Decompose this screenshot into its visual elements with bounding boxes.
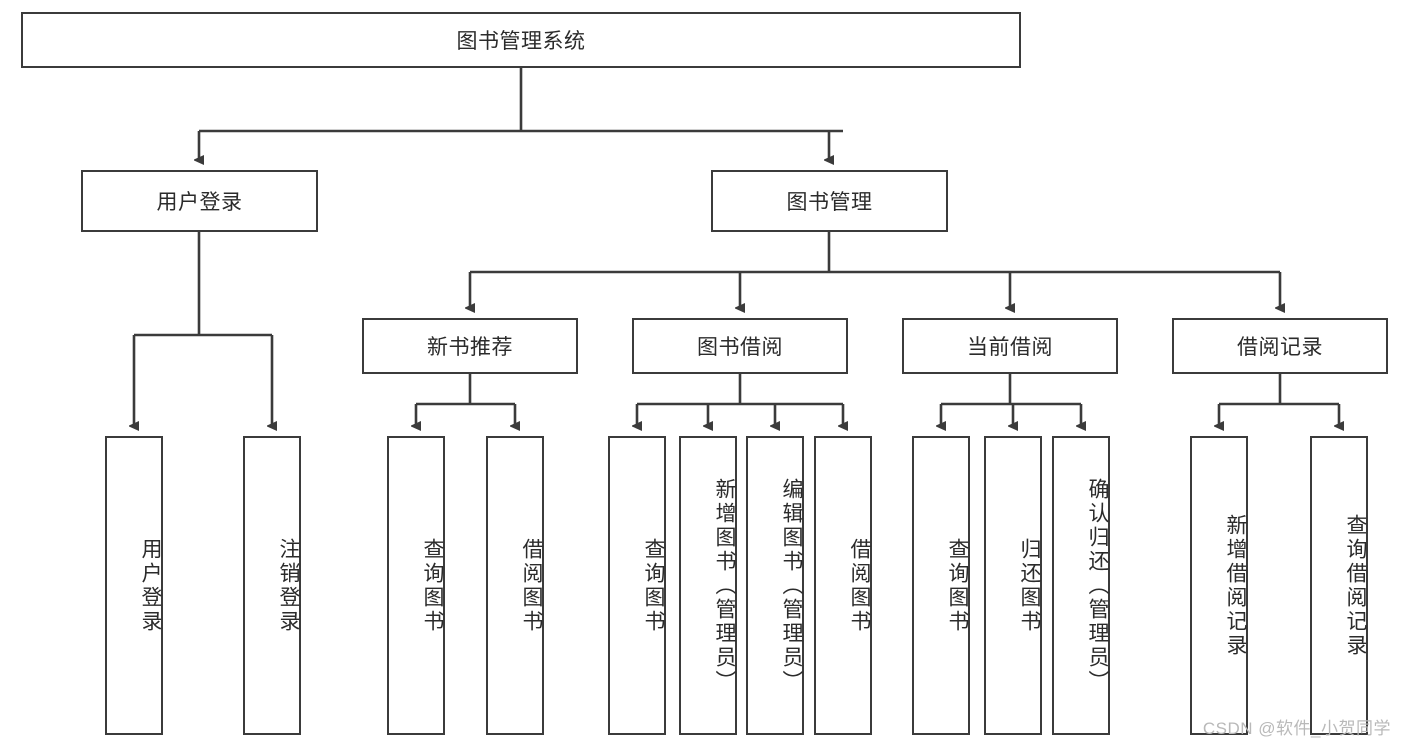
leaf-user-login[interactable]: 用户登录 (105, 436, 163, 735)
node-user-login[interactable]: 用户登录 (81, 170, 318, 232)
leaf-query-book-newbook[interactable]: 查询图书 (387, 436, 445, 735)
leaf-borrow-book-newbook[interactable]: 借阅图书 (486, 436, 544, 735)
leaf-query-book-borrow[interactable]: 查询图书 (608, 436, 666, 735)
node-label: 编辑图书（管理员） (780, 477, 803, 694)
node-book-management[interactable]: 图书管理 (711, 170, 948, 232)
leaf-edit-book-admin[interactable]: 编辑图书（管理员） (746, 436, 804, 735)
node-label: 查询图书 (642, 537, 665, 634)
leaf-add-borrow-record[interactable]: 新增借阅记录 (1190, 436, 1248, 735)
node-root-book-management-system[interactable]: 图书管理系统 (21, 12, 1021, 68)
node-label: 图书管理系统 (456, 30, 586, 53)
leaf-lend-book[interactable]: 借阅图书 (814, 436, 872, 735)
node-label: 确认归还（管理员） (1086, 477, 1109, 694)
node-label: 新书推荐 (427, 336, 513, 359)
node-label: 当前借阅 (967, 336, 1053, 359)
node-label: 查询借阅记录 (1344, 513, 1367, 658)
node-label: 新增图书（管理员） (713, 477, 736, 694)
leaf-query-borrow-record[interactable]: 查询借阅记录 (1310, 436, 1368, 735)
node-label: 归还图书 (1018, 537, 1041, 634)
node-label: 查询图书 (946, 537, 969, 634)
node-label: 查询图书 (421, 537, 444, 634)
node-label: 注销登录 (277, 537, 300, 634)
node-label: 借阅图书 (848, 537, 871, 634)
node-current-borrow[interactable]: 当前借阅 (902, 318, 1118, 374)
node-label: 图书借阅 (697, 336, 783, 359)
leaf-confirm-return-admin[interactable]: 确认归还（管理员） (1052, 436, 1110, 735)
node-book-borrow[interactable]: 图书借阅 (632, 318, 848, 374)
node-label: 新增借阅记录 (1224, 513, 1247, 658)
leaf-logout[interactable]: 注销登录 (243, 436, 301, 735)
node-label: 借阅图书 (520, 537, 543, 634)
node-borrow-records[interactable]: 借阅记录 (1172, 318, 1388, 374)
leaf-return-book[interactable]: 归还图书 (984, 436, 1042, 735)
node-label: 借阅记录 (1237, 336, 1323, 359)
leaf-add-book-admin[interactable]: 新增图书（管理员） (679, 436, 737, 735)
node-label: 图书管理 (786, 191, 873, 214)
node-label: 用户登录 (139, 537, 162, 634)
node-new-book-recommend[interactable]: 新书推荐 (362, 318, 578, 374)
watermark: CSDN @软件_小贺同学 (1202, 719, 1391, 738)
leaf-query-book-current[interactable]: 查询图书 (912, 436, 970, 735)
node-label: 用户登录 (156, 191, 243, 214)
